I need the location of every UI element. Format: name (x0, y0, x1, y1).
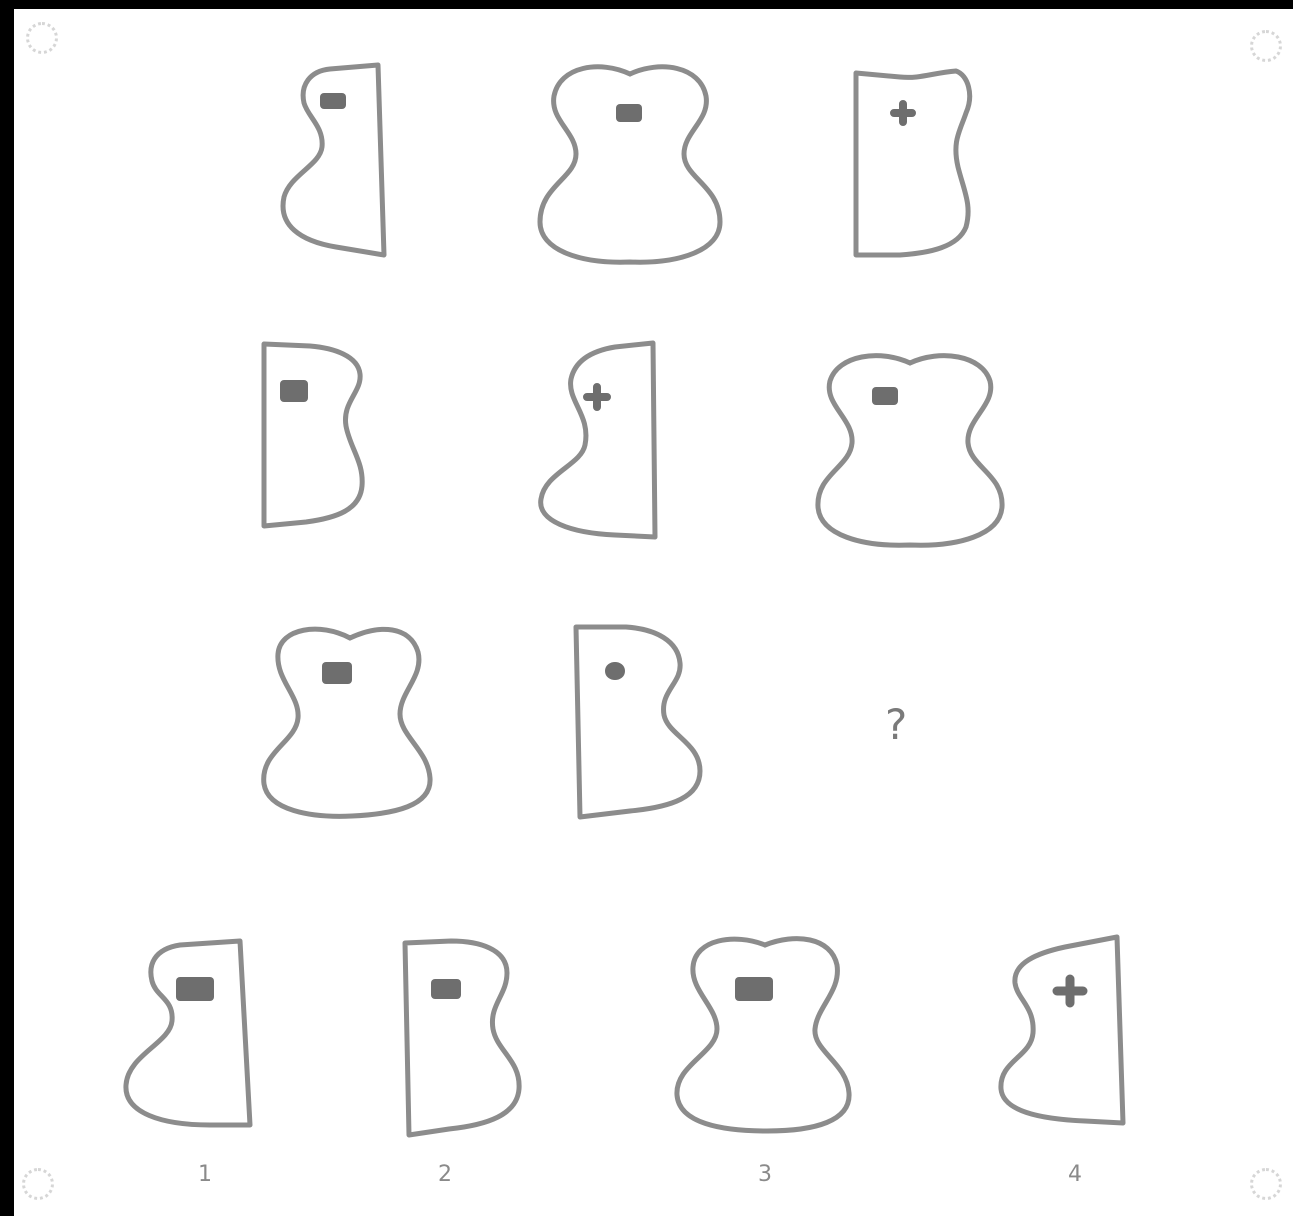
grid-r3c1-full-shape (240, 610, 460, 830)
cross-mark-icon (1057, 979, 1083, 1003)
square-mark-icon (322, 662, 352, 684)
square-mark-icon (431, 979, 461, 999)
left-border (0, 0, 14, 1216)
cross-mark-icon (894, 104, 912, 122)
option-2-label[interactable]: 2 (425, 1162, 465, 1187)
option-1-half-left-shape[interactable] (110, 925, 330, 1145)
square-mark-icon (616, 104, 642, 122)
missing-figure-question-mark: ? (885, 700, 907, 749)
square-mark-icon (280, 380, 308, 402)
cross-mark-icon (587, 387, 607, 407)
option-4-half-left-shape[interactable] (985, 925, 1205, 1145)
corner-mark-bottom-right (1250, 1168, 1282, 1200)
grid-r2c3-full-shape (800, 335, 1020, 555)
option-3-full-shape[interactable] (655, 925, 875, 1145)
option-4-label[interactable]: 4 (1055, 1162, 1095, 1187)
square-mark-icon (176, 977, 214, 1001)
grid-r2c2-half-left-shape (525, 335, 745, 555)
option-3-label[interactable]: 3 (745, 1162, 785, 1187)
option-2-half-right-shape[interactable] (385, 925, 605, 1145)
dot-mark-icon (608, 665, 622, 677)
grid-r2c1-half-right-shape (250, 330, 470, 550)
grid-r1c2-full-shape (520, 50, 740, 270)
square-mark-icon (735, 977, 773, 1001)
grid-r1c3-half-right-shape (840, 55, 1060, 275)
square-mark-icon (320, 93, 346, 109)
corner-mark-top-left (26, 22, 58, 54)
square-mark-icon (872, 387, 898, 405)
top-border (0, 0, 1293, 9)
option-1-label[interactable]: 1 (185, 1162, 225, 1187)
grid-r3c2-half-right-shape (560, 615, 780, 835)
corner-mark-bottom-left (22, 1168, 54, 1200)
corner-mark-top-right (1250, 30, 1282, 62)
grid-r1c1-half-left-shape (250, 55, 470, 275)
